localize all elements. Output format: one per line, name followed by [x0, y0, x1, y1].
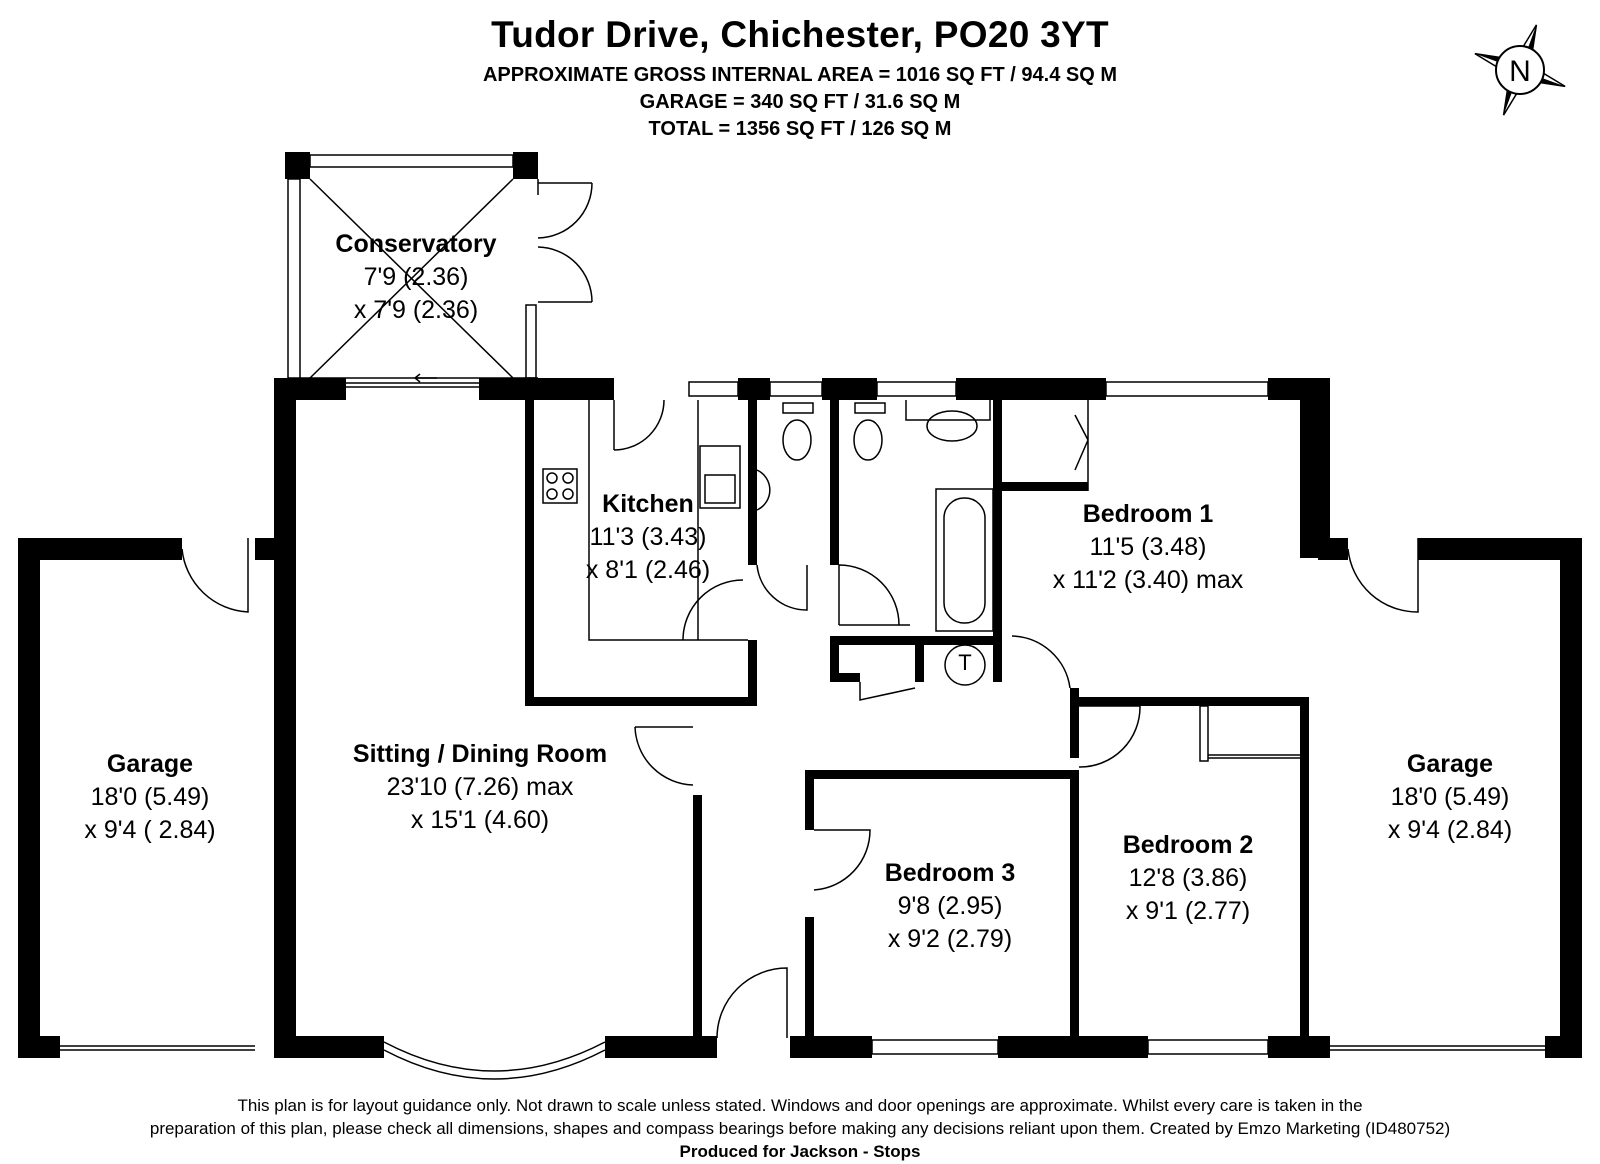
total-area-line: TOTAL = 1356 SQ FT / 126 SQ M: [648, 118, 952, 140]
room-garage-left: Garage 18'0 (5.49) x 9'4 ( 2.84): [60, 748, 240, 847]
compass-label: N: [1509, 55, 1531, 88]
room-dim2: x 15'1 (4.60): [410, 806, 550, 834]
room-dim2: x 8'1 (2.46): [585, 556, 711, 584]
room-dim2: x 7'9 (2.36): [353, 296, 479, 324]
room-bedroom1: Bedroom 1 11'5 (3.48) x 11'2 (3.40) max: [1020, 498, 1276, 597]
room-name: Sitting / Dining Room: [352, 740, 608, 768]
room-dim1: 12'8 (3.86): [1128, 864, 1248, 892]
produced-for: Produced for Jackson - Stops: [679, 1142, 921, 1161]
compass-icon: N: [1470, 20, 1570, 125]
room-dim1: 23'10 (7.26) max: [386, 773, 574, 801]
disclaimer-line-1: This plan is for layout guidance only. N…: [237, 1096, 1363, 1115]
room-name: Conservatory: [335, 230, 497, 258]
garage-area-line: GARAGE = 340 SQ FT / 31.6 SQ M: [639, 91, 961, 113]
walls: [18, 152, 1582, 1058]
room-bedroom3: Bedroom 3 9'8 (2.95) x 9'2 (2.79): [850, 857, 1050, 956]
room-name: Garage: [1406, 750, 1494, 778]
room-name: Bedroom 1: [1082, 500, 1214, 528]
room-dim2: x 9'1 (2.77): [1125, 897, 1251, 925]
room-sitting-dining: Sitting / Dining Room 23'10 (7.26) max x…: [300, 738, 660, 837]
room-conservatory: Conservatory 7'9 (2.36) x 7'9 (2.36): [312, 228, 520, 327]
room-bedroom2: Bedroom 2 12'8 (3.86) x 9'1 (2.77): [1090, 829, 1286, 928]
room-dim1: 7'9 (2.36): [363, 263, 469, 291]
disclaimer-line-2: preparation of this plan, please check a…: [149, 1119, 1451, 1138]
room-dim2: x 11'2 (3.40) max: [1052, 566, 1244, 594]
gross-area-line: APPROXIMATE GROSS INTERNAL AREA = 1016 S…: [482, 64, 1118, 86]
tank-label: T: [958, 650, 972, 675]
room-name: Bedroom 2: [1122, 831, 1254, 859]
room-kitchen: Kitchen 11'3 (3.43) x 8'1 (2.46): [570, 488, 726, 587]
room-dim2: x 9'4 (2.84): [1387, 816, 1513, 844]
room-dim1: 11'3 (3.43): [589, 523, 707, 551]
room-dim2: x 9'4 ( 2.84): [84, 816, 216, 844]
room-dim1: 9'8 (2.95): [897, 892, 1003, 920]
room-dim1: 18'0 (5.49): [90, 783, 210, 811]
room-name: Garage: [106, 750, 194, 778]
thin-lines: [60, 154, 1545, 1080]
room-name: Bedroom 3: [884, 859, 1016, 887]
room-dim2: x 9'2 (2.79): [887, 925, 1013, 953]
plan-title: Tudor Drive, Chichester, PO20 3YT: [491, 14, 1109, 55]
room-name: Kitchen: [602, 490, 694, 518]
room-dim1: 11'5 (3.48): [1089, 533, 1207, 561]
room-dim1: 18'0 (5.49): [1390, 783, 1510, 811]
room-garage-right: Garage 18'0 (5.49) x 9'4 (2.84): [1360, 748, 1540, 847]
